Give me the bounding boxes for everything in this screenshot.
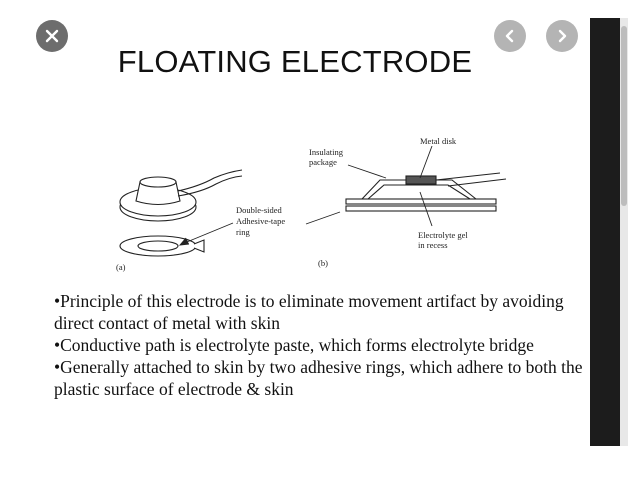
previous-button[interactable]: [494, 20, 526, 52]
label-package: package: [309, 157, 337, 167]
next-button[interactable]: [546, 20, 578, 52]
label-adhesive-tape: Adhesive-tape: [236, 216, 285, 226]
dark-side-panel: [590, 18, 620, 446]
label-b: (b): [318, 258, 328, 268]
bullet-item: •Conductive path is electrolyte paste, w…: [54, 335, 534, 355]
chevron-left-icon: [505, 29, 514, 43]
electrode-b-cross-section: [345, 172, 507, 212]
label-electrolyte-gel: Electrolyte gel: [418, 230, 468, 240]
scrollbar-thumb[interactable]: [621, 26, 627, 206]
diagram-leader-lines: [305, 145, 433, 227]
close-button[interactable]: [36, 20, 68, 52]
bullet-item: •Principle of this electrode is to elimi…: [54, 291, 564, 333]
bullet-list: •Principle of this electrode is to elimi…: [54, 290, 584, 400]
electrode-a-drawing: [119, 169, 243, 257]
label-ring: ring: [236, 227, 250, 237]
label-insulating: Insulating: [309, 147, 344, 157]
label-a: (a): [116, 262, 126, 272]
close-icon: [45, 29, 59, 43]
bullet-item: •Generally attached to skin by two adhes…: [54, 357, 583, 399]
label-metal-disk: Metal disk: [420, 136, 457, 146]
label-double-sided: Double-sided: [236, 205, 283, 215]
scrollbar-track[interactable]: [620, 18, 628, 446]
tape-arrow: [178, 222, 234, 246]
label-in-recess: in recess: [418, 240, 448, 250]
chevron-right-icon: [558, 29, 567, 43]
slide-title: FLOATING ELECTRODE: [117, 44, 473, 79]
